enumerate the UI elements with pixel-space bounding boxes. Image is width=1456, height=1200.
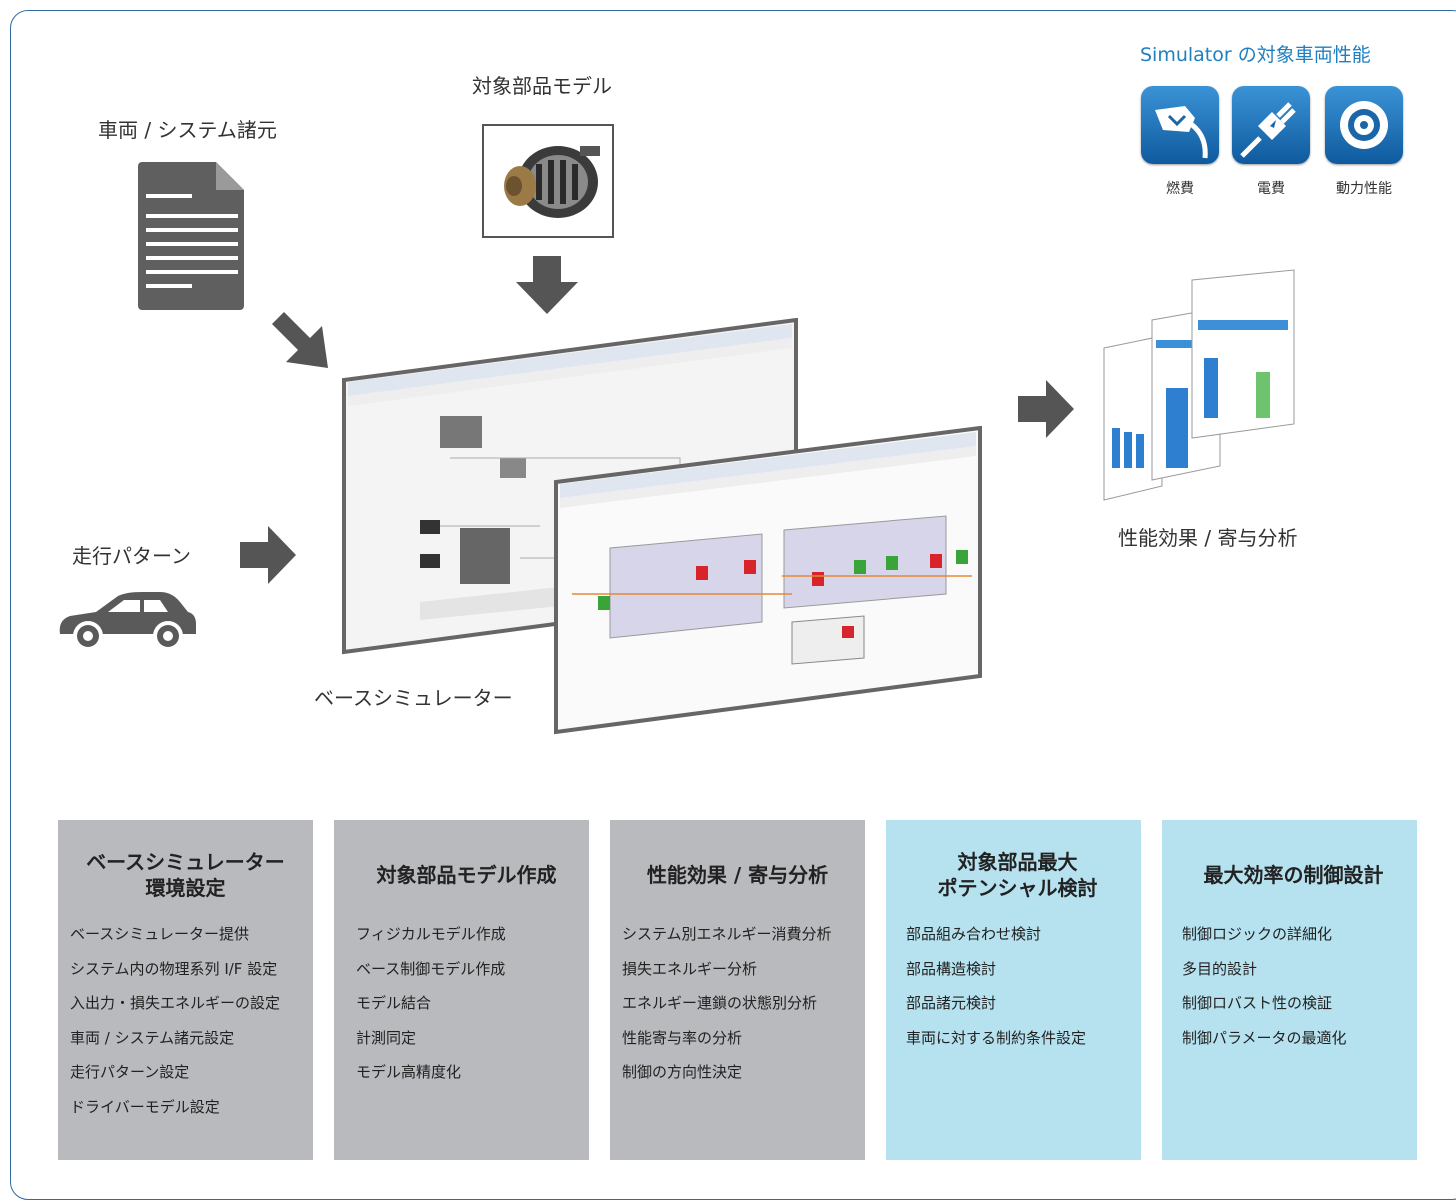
card-title: 最大効率の制御設計 bbox=[1203, 863, 1384, 887]
list-item: 制御ロバスト性の検証 bbox=[1182, 994, 1333, 1012]
simulator-panel-title: Simulator の対象車両性能 bbox=[1140, 44, 1371, 66]
list-item: 部品諸元検討 bbox=[906, 994, 997, 1012]
arrow-right-output bbox=[1018, 380, 1074, 438]
list-item: システム別エネルギー消費分析 bbox=[622, 925, 832, 943]
list-item: 損失エネルギー分析 bbox=[622, 959, 758, 978]
list-item: 入出力・損失エネルギーの設定 bbox=[70, 994, 281, 1012]
card-title: 性能効果 / 寄与分析 bbox=[646, 863, 829, 887]
card-max-efficiency-control: 最大効率の制御設計 制御ロジックの詳細化 多目的設計 制御ロバスト性の検証 制御… bbox=[1162, 820, 1417, 1160]
list-item: モデル結合 bbox=[356, 994, 432, 1012]
arrow-down bbox=[516, 256, 578, 314]
fuel-economy-label: 燃費 bbox=[1166, 181, 1194, 197]
card-target-model-creation: 対象部品モデル作成 フィジカルモデル作成 ベース制御モデル作成 モデル結合 計測… bbox=[334, 820, 589, 1160]
list-item: 部品構造検討 bbox=[906, 959, 997, 978]
card-title: 対象部品モデル作成 bbox=[376, 863, 557, 887]
fuel-pump-icon bbox=[1141, 86, 1219, 164]
car-icon bbox=[59, 592, 196, 651]
list-item: 多目的設計 bbox=[1182, 959, 1258, 978]
list-item: システム内の物理系列 I/F 設定 bbox=[70, 959, 278, 978]
arrow-right-left bbox=[240, 526, 296, 584]
card-title: ベースシミュレーター環境設定 bbox=[86, 850, 285, 900]
list-item: 部品組み合わせ検討 bbox=[906, 925, 1042, 943]
list-item: 車両に対する制約条件設定 bbox=[906, 1028, 1087, 1047]
list-item: 走行パターン設定 bbox=[70, 1063, 190, 1081]
list-item: 計測同定 bbox=[356, 1028, 417, 1047]
arrow-diagonal bbox=[272, 312, 328, 368]
base-simulator-label: ベースシミュレーター bbox=[314, 686, 513, 710]
document-icon bbox=[138, 162, 244, 310]
list-item: モデル高精度化 bbox=[356, 1063, 462, 1081]
power-performance-label: 動力性能 bbox=[1336, 181, 1392, 197]
drive-pattern-label: 走行パターン bbox=[72, 544, 191, 568]
alternator-image bbox=[482, 124, 614, 238]
list-item: 制御パラメータの最適化 bbox=[1182, 1028, 1347, 1047]
list-item: フィジカルモデル作成 bbox=[356, 925, 506, 943]
card-base-simulator-setup: ベースシミュレーター環境設定 ベースシミュレーター提供 システム内の物理系列 I… bbox=[58, 820, 313, 1160]
analysis-reports bbox=[1103, 269, 1295, 501]
simulator-screenshot-front bbox=[554, 426, 982, 735]
list-item: 制御の方向性決定 bbox=[622, 1063, 743, 1081]
card-performance-analysis: 性能効果 / 寄与分析 システム別エネルギー消費分析 損失エネルギー分析 エネル… bbox=[610, 820, 865, 1160]
tire-icon bbox=[1325, 86, 1403, 164]
card-title: 対象部品最大ポテンシャル検討 bbox=[937, 850, 1098, 900]
list-item: 制御ロジックの詳細化 bbox=[1182, 925, 1333, 943]
vehicle-spec-label: 車両 / システム諸元 bbox=[98, 118, 277, 142]
list-item: エネルギー連鎖の状態別分析 bbox=[622, 994, 818, 1012]
list-item: ベース制御モデル作成 bbox=[356, 959, 506, 978]
list-item: 性能寄与率の分析 bbox=[622, 1028, 743, 1047]
list-item: ベースシミュレーター提供 bbox=[70, 925, 249, 943]
target-model-label: 対象部品モデル bbox=[472, 74, 612, 98]
list-item: 車両 / システム諸元設定 bbox=[70, 1028, 235, 1047]
list-item: ドライバーモデル設定 bbox=[70, 1097, 220, 1116]
plug-icon bbox=[1232, 86, 1310, 164]
performance-analysis-label: 性能効果 / 寄与分析 bbox=[1118, 526, 1298, 550]
electricity-economy-label: 電費 bbox=[1257, 181, 1285, 197]
card-max-potential-study: 対象部品最大ポテンシャル検討 部品組み合わせ検討 部品構造検討 部品諸元検討 車… bbox=[886, 820, 1141, 1160]
